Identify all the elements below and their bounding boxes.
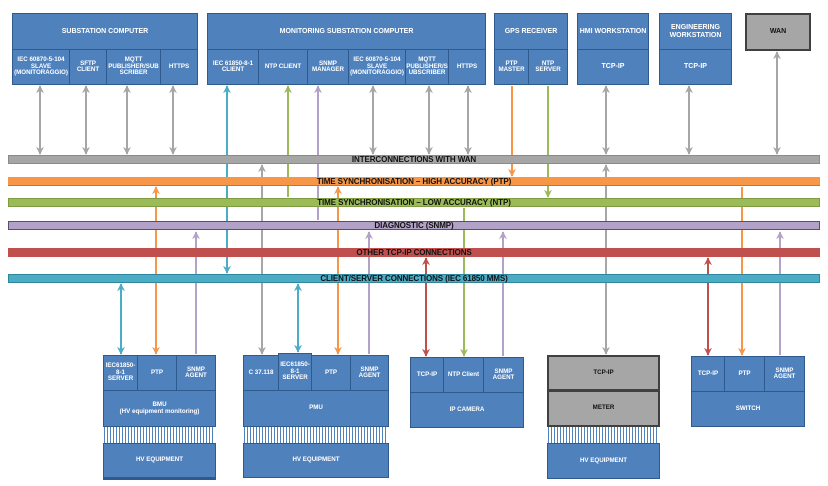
module-iec104-slave-2[interactable]: IEC 60870-5-104 SLAVE (MONITORAGGIO) — [348, 49, 406, 85]
bus-wan-label: INTERCONNECTIONS WITH WAN — [351, 155, 477, 164]
meter-tcpip[interactable]: TCP-IP — [547, 355, 660, 391]
switch-tcpip[interactable]: TCP-IP — [691, 356, 725, 392]
monitoring-substation-computer[interactable]: MONITORING SUBSTATION COMPUTER — [207, 13, 486, 50]
hmi-workstation-title: HMI WORKSTATION — [579, 27, 647, 35]
module-iec61850-client[interactable]: IEC 61850-8-1 CLIENT — [207, 49, 259, 85]
module-eng-tcpip[interactable]: TCP-IP — [659, 49, 732, 85]
module-snmp-manager[interactable]: SNMP MANAGER — [307, 49, 349, 85]
pmu-node[interactable]: PMU — [243, 390, 389, 427]
camera-snmp-agent[interactable]: SNMP AGENT — [483, 357, 524, 393]
bus-wan: INTERCONNECTIONS WITH WAN — [8, 155, 820, 164]
switch-node[interactable]: SWITCH — [691, 391, 805, 427]
camera-ntp-client[interactable]: NTP Client — [443, 357, 484, 393]
module-https[interactable]: HTTPS — [160, 49, 198, 85]
bus-tcp-label: OTHER TCP-IP CONNECTIONS — [356, 248, 472, 257]
bus-snmp: DIAGNOSTIC (SNMP) — [8, 221, 820, 230]
pmu-c37118[interactable]: C 37.118 — [243, 355, 279, 391]
gps-receiver-title: GPS RECEIVER — [504, 27, 558, 35]
bmu-subtitle: (HV equipment monitoring) — [119, 407, 200, 415]
module-hmi-tcpip[interactable]: TCP-IP — [577, 49, 649, 85]
engineering-workstation-title: ENGINEERING WORKSTATION — [669, 24, 722, 39]
bmu-snmp-agent[interactable]: SNMP AGENT — [176, 355, 216, 391]
bus-ptp-label: TIME SYNCHRONISATION – HIGH ACCURACY (PT… — [316, 176, 512, 186]
module-ptp-master[interactable]: PTP MASTER — [494, 49, 529, 85]
bmu-title: BMU — [152, 401, 167, 408]
module-iec104-slave[interactable]: IEC 60870-5-104 SLAVE (MONITORAGGIO) — [12, 49, 70, 85]
module-ntp-server[interactable]: NTP SERVER — [528, 49, 568, 85]
pmu-snmp-agent[interactable]: SNMP AGENT — [350, 355, 389, 391]
module-sftp-client[interactable]: SFTP CLIENT — [69, 49, 107, 85]
bus-mms: CLIENT/SERVER CONNECTIONS (IEC 61850 MMS… — [8, 274, 820, 283]
camera-tcpip[interactable]: TCP-IP — [410, 357, 444, 393]
bus-ntp: TIME SYNCHRONISATION – LOW ACCURACY (NTP… — [8, 198, 820, 207]
pmu-ptp[interactable]: PTP — [311, 355, 351, 391]
module-https-2[interactable]: HTTPS — [448, 49, 486, 85]
substation-computer[interactable]: SUBSTATION COMPUTER — [12, 13, 198, 50]
engineering-workstation[interactable]: ENGINEERING WORKSTATION — [659, 13, 732, 50]
bmu-hv-equipment[interactable]: HV EQUIPMENT — [103, 443, 216, 480]
module-mqtt[interactable]: MQTT PUBLISHER/SUB SCRIBER — [106, 49, 161, 85]
monitoring-computer-title: MONITORING SUBSTATION COMPUTER — [279, 27, 414, 35]
pmu-iec61850-server[interactable]: IEC61850-8-1 SERVER — [278, 353, 312, 391]
switch-ptp[interactable]: PTP — [724, 356, 765, 392]
bus-ntp-label: TIME SYNCHRONISATION – LOW ACCURACY (NTP… — [317, 198, 511, 207]
bmu-ptp[interactable]: PTP — [137, 355, 177, 391]
ip-camera-node[interactable]: IP CAMERA — [410, 392, 524, 428]
bus-mms-label: CLIENT/SERVER CONNECTIONS (IEC 61850 MMS… — [320, 274, 508, 283]
substation-computer-title: SUBSTATION COMPUTER — [61, 27, 149, 35]
hmi-workstation[interactable]: HMI WORKSTATION — [577, 13, 649, 50]
bus-snmp-label: DIAGNOSTIC (SNMP) — [374, 221, 454, 230]
bmu-iec61850-server[interactable]: IEC61850-8-1 SERVER — [103, 355, 138, 391]
bus-ptp: TIME SYNCHRONISATION – HIGH ACCURACY (PT… — [8, 177, 820, 186]
meter-hv-equipment[interactable]: HV EQUIPMENT — [547, 443, 660, 479]
switch-snmp-agent[interactable]: SNMP AGENT — [764, 356, 805, 392]
wan-node[interactable]: WAN — [745, 13, 811, 51]
module-ntp-client[interactable]: NTP CLIENT — [258, 49, 308, 85]
bus-tcp: OTHER TCP-IP CONNECTIONS — [8, 248, 820, 257]
module-mqtt-2[interactable]: MQTT PUBLISHER/S UBSCRIBER — [405, 49, 449, 85]
pmu-hv-equipment[interactable]: HV EQUIPMENT — [243, 443, 389, 478]
gps-receiver[interactable]: GPS RECEIVER — [494, 13, 568, 50]
bmu-node[interactable]: BMU (HV equipment monitoring) — [103, 390, 216, 427]
meter-node[interactable]: METER — [547, 390, 660, 427]
